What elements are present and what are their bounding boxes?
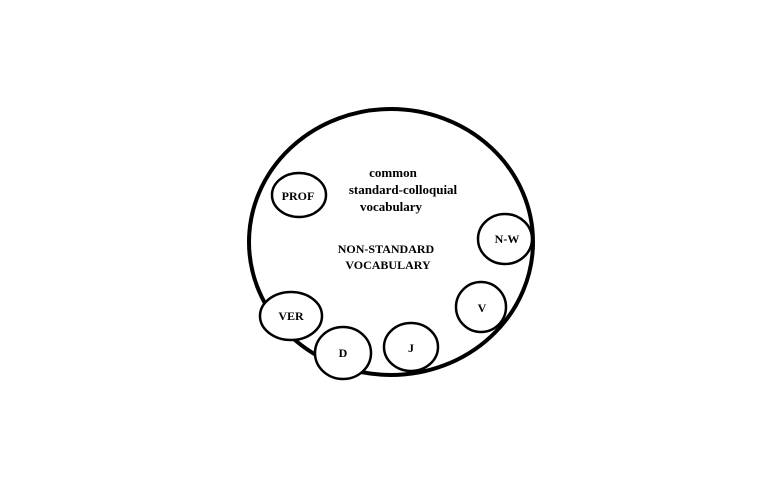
subset-j-circle bbox=[382, 321, 440, 373]
subset-ver-circle bbox=[258, 290, 324, 342]
subset-v-circle bbox=[454, 280, 508, 334]
heading-line-standard-colloquial: standard-colloquial bbox=[349, 182, 458, 197]
subset-v-label: V bbox=[478, 301, 487, 315]
subset-prof: PROF bbox=[270, 171, 328, 219]
subset-d: D bbox=[313, 325, 373, 381]
subset-n-w-label: N-W bbox=[495, 232, 520, 246]
heading-line-vocabulary: vocabulary bbox=[360, 199, 423, 214]
subset-n-w-circle bbox=[476, 212, 534, 266]
subset-d-label: D bbox=[339, 346, 348, 360]
subset-ver-label: VER bbox=[278, 309, 304, 323]
subset-n-w: N-W bbox=[476, 212, 534, 266]
subset-prof-circle bbox=[270, 171, 328, 219]
inner-line-vocabulary: VOCABULARY bbox=[345, 258, 431, 272]
subset-j-label: J bbox=[408, 341, 414, 355]
subset-d-circle bbox=[313, 325, 373, 381]
inner-line-non-standard: NON-STANDARD bbox=[338, 242, 435, 256]
heading-line-common: common bbox=[369, 165, 417, 180]
subset-prof-label: PROF bbox=[282, 189, 315, 203]
subset-ver: VER bbox=[258, 290, 324, 342]
subset-v: V bbox=[454, 280, 508, 334]
subset-j: J bbox=[382, 321, 440, 373]
